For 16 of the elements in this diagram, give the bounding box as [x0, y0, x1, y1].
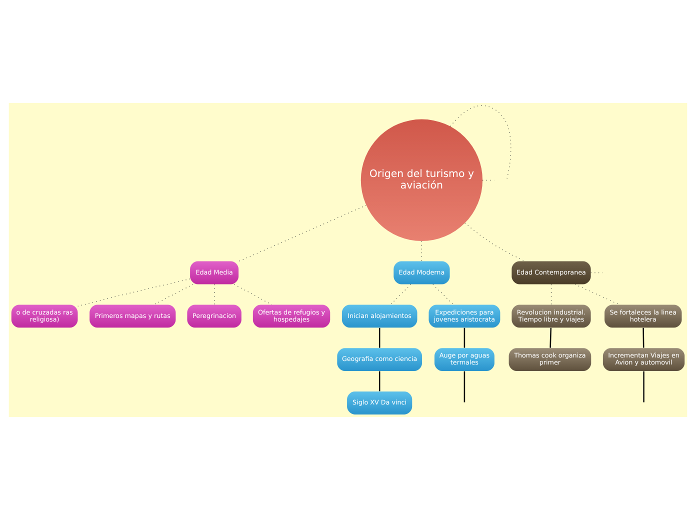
connector	[390, 284, 411, 305]
connector	[464, 371, 466, 402]
connector	[378, 328, 380, 348]
connector	[238, 204, 366, 262]
connector	[643, 371, 644, 402]
connector	[153, 284, 194, 305]
connector	[234, 284, 272, 305]
connector	[642, 328, 644, 348]
connector	[78, 278, 190, 306]
connector	[464, 328, 466, 348]
connector	[432, 284, 454, 305]
connector	[550, 328, 552, 348]
connector	[421, 240, 422, 262]
connector	[574, 284, 620, 305]
connector	[378, 371, 380, 392]
node-circle: Origen del turismo y aviación	[360, 119, 483, 241]
